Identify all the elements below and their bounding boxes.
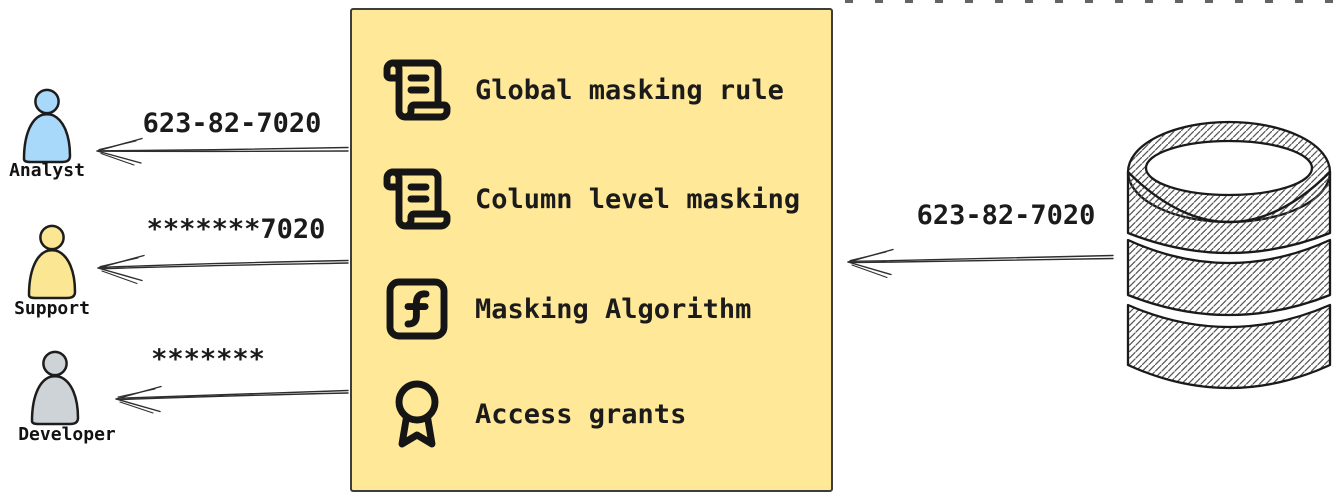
scroll-text-icon: [383, 168, 451, 230]
masking-box-item: Column level masking: [381, 163, 800, 235]
masked-value-analyst: 623-82-7020: [142, 108, 322, 139]
masking-box-item-label: Global masking rule: [475, 74, 784, 106]
masking-box-item-label: Masking Algorithm: [475, 293, 752, 325]
person-body: [22, 112, 72, 164]
masking-box: Global masking rule Column level masking…: [350, 8, 833, 492]
scroll-text-icon: [383, 59, 451, 121]
masking-box-item: Access grants: [381, 378, 686, 450]
db-top-opening: [1144, 139, 1314, 197]
arrow-to-developer: [115, 385, 349, 414]
person-head: [39, 224, 65, 251]
masking-box-item-label: Column level masking: [475, 183, 801, 215]
person-body: [27, 248, 77, 300]
arrow-to-support: [97, 254, 349, 285]
masked-value-support: *******7020: [146, 214, 326, 245]
person-label-developer: Developer: [18, 424, 116, 445]
arrow-db-to-masking: [847, 248, 1114, 279]
masking-box-item-label: Access grants: [475, 398, 687, 430]
person-support: [25, 224, 79, 306]
person-icon: [30, 350, 80, 426]
person-head: [34, 88, 60, 115]
person-head: [42, 350, 68, 377]
db-top-wall: [1126, 170, 1332, 255]
masking-box-item: Masking Algorithm: [381, 273, 751, 345]
award-icon: [395, 380, 439, 448]
person-label-analyst: Analyst: [9, 160, 85, 181]
square-function-icon: [386, 278, 448, 340]
database-icon: [1126, 120, 1332, 390]
person-body: [30, 374, 80, 426]
masking-box-item: Global masking rule: [381, 54, 784, 126]
top-edge-dashed-line: [845, 0, 1340, 3]
masked-value-developer: *******: [151, 344, 265, 375]
person-icon: [27, 224, 77, 300]
arrow-to-analyst: [96, 137, 349, 166]
person-icon: [22, 88, 72, 164]
db-bottom-band: [1126, 303, 1332, 390]
db-top-rim: [1126, 120, 1332, 224]
person-analyst: [20, 88, 74, 170]
db-middle-band: [1126, 238, 1332, 317]
person-developer: [28, 350, 82, 432]
person-label-support: Support: [14, 298, 90, 319]
source-value-label: 623-82-7020: [916, 200, 1096, 231]
